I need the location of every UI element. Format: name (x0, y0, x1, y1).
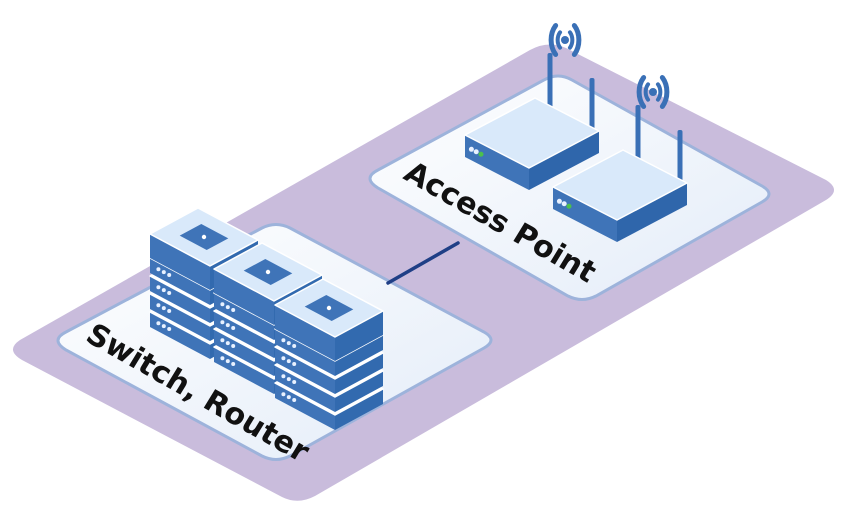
status-led-icon (156, 303, 161, 308)
server-unit-left-face (150, 258, 210, 305)
status-led-icon (161, 306, 166, 311)
status-led-icon (556, 198, 562, 204)
antenna-icon (547, 53, 553, 113)
wifi-signal-icon (655, 82, 663, 102)
server-unit-left-face (275, 347, 335, 394)
status-led-icon (286, 341, 291, 346)
status-led-icon (566, 203, 572, 209)
status-led-icon (281, 356, 286, 361)
server-unit-left-face (150, 294, 210, 341)
status-led-icon (231, 343, 236, 348)
wifi-router (464, 23, 600, 190)
server-unit-right-face (335, 389, 383, 430)
status-led-icon (281, 392, 286, 397)
server-unit-left-face (214, 311, 274, 358)
status-led-icon (220, 320, 225, 325)
status-led-icon (292, 361, 297, 366)
server-unit-right-face (335, 335, 383, 376)
status-led-icon (167, 290, 172, 295)
router-body-right-face (617, 183, 687, 242)
wifi-signal-icon (548, 23, 559, 57)
status-led-icon (161, 288, 166, 293)
status-led-icon (286, 377, 291, 382)
server-stack (274, 278, 384, 430)
status-led-icon (286, 395, 291, 400)
port-dot-icon (201, 234, 207, 240)
port-dot-icon (265, 269, 271, 275)
status-led-icon (167, 272, 172, 277)
wifi-signal-icon (555, 30, 563, 50)
status-led-icon (468, 146, 474, 152)
server-unit-right-face (335, 353, 383, 394)
router-body-left-face (465, 135, 529, 190)
status-led-icon (478, 151, 484, 157)
status-led-icon (167, 326, 172, 331)
status-led-icon (231, 307, 236, 312)
server-unit-left-face (150, 312, 210, 359)
router-body-right-face (529, 131, 599, 190)
status-led-icon (292, 397, 297, 402)
status-led-icon (231, 361, 236, 366)
server-unit-left-face (150, 276, 210, 323)
status-led-icon (161, 270, 166, 275)
wifi-signal-icon (636, 75, 647, 109)
wifi-signal-icon (571, 23, 582, 57)
server-unit-left-face (275, 383, 335, 430)
status-led-icon (292, 379, 297, 384)
status-led-icon (167, 308, 172, 313)
status-led-icon (220, 302, 225, 307)
wifi-signal-icon (643, 82, 651, 102)
wifi-signal-icon (659, 75, 670, 109)
status-led-icon (281, 374, 286, 379)
port-dot-icon (326, 305, 332, 311)
status-led-icon (156, 321, 161, 326)
status-led-icon (225, 305, 230, 310)
status-led-icon (156, 285, 161, 290)
server-unit-left-face (275, 365, 335, 412)
status-led-icon (225, 359, 230, 364)
status-led-icon (220, 356, 225, 361)
status-led-icon (220, 338, 225, 343)
base-platform (12, 44, 834, 501)
server-unit-right-face (335, 371, 383, 412)
status-led-icon (281, 338, 286, 343)
router-body-left-face (553, 187, 617, 242)
server-cap-left-face (275, 305, 335, 361)
router-body-top-face (552, 149, 688, 221)
status-led-icon (225, 341, 230, 346)
server-cap-right-face (335, 311, 383, 361)
server-unit-left-face (275, 329, 335, 376)
status-led-icon (156, 267, 161, 272)
wifi-signal-icon (567, 30, 575, 50)
wifi-dot-icon (649, 88, 657, 96)
status-led-icon (231, 325, 236, 330)
server-unit-left-face (214, 293, 274, 340)
status-led-icon (473, 149, 479, 155)
wifi-router (552, 75, 688, 242)
antenna-icon (635, 105, 641, 165)
wifi-routers (464, 23, 688, 242)
wifi-dot-icon (561, 36, 569, 44)
connector-line (386, 241, 460, 285)
status-led-icon (286, 359, 291, 364)
server-unit-left-face (214, 347, 274, 394)
status-led-icon (561, 201, 567, 207)
status-led-icon (161, 324, 166, 329)
server-stacks (149, 207, 384, 430)
status-led-icon (225, 323, 230, 328)
status-led-icon (292, 343, 297, 348)
server-cap-left-face (214, 269, 274, 325)
server-cap-left-face (150, 234, 210, 290)
router-body-top-face (464, 97, 600, 169)
server-unit-left-face (214, 329, 274, 376)
